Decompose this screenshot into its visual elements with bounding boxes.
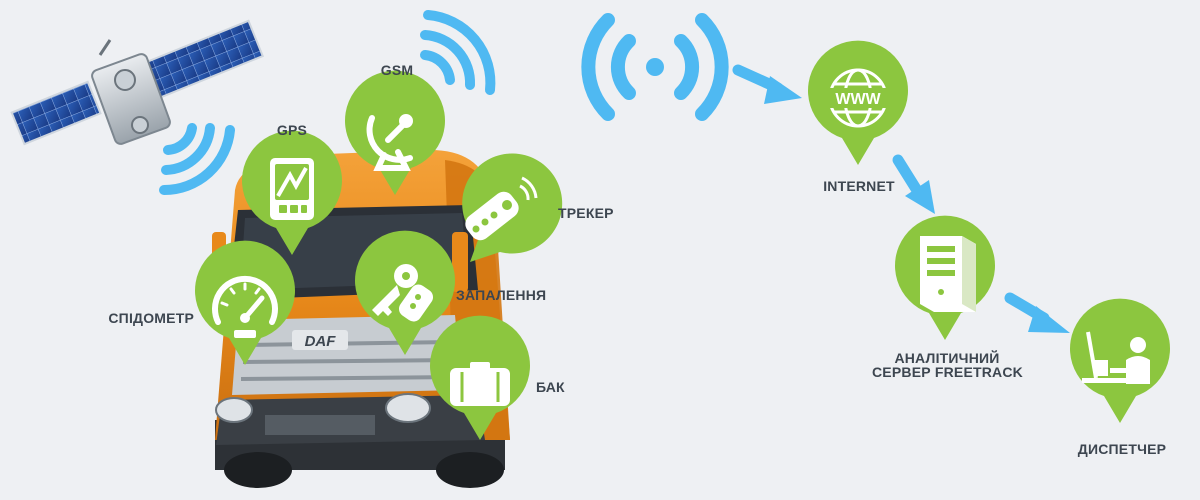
gps-label: GPS <box>276 122 308 138</box>
broadcast-signal-icon <box>581 13 729 121</box>
server-tower-icon <box>920 236 976 312</box>
ignition-pin <box>355 230 456 355</box>
gps-navigator-icon <box>270 158 314 220</box>
www-globe-icon: WWW <box>824 68 892 128</box>
speedometer-pin <box>195 240 295 365</box>
truck-brand-badge: DAF <box>305 333 337 350</box>
svg-text:WWW: WWW <box>835 91 881 108</box>
server-label-line-1: АНАЛІТИЧНИЙ <box>894 350 1000 366</box>
satellite-dish-icon <box>366 114 413 171</box>
tank-pin <box>430 315 530 440</box>
car-key-icon <box>372 264 434 322</box>
gps-pin <box>241 130 343 255</box>
speedometer-label: СПІДОМЕТР <box>108 310 194 326</box>
server-pin <box>895 215 995 340</box>
internet-label: INTERNET <box>823 178 895 194</box>
flow-arrow-1 <box>732 64 802 104</box>
speedometer-icon <box>212 276 278 338</box>
ignition-label: ЗАПАЛЕННЯ <box>456 287 547 303</box>
flow-arrow-2 <box>892 154 935 214</box>
tracker-pin <box>462 153 563 262</box>
gsm-label: GSM <box>380 62 414 78</box>
satellite-signal-icon <box>159 123 235 196</box>
tracker-label: ТРЕКЕР <box>558 205 614 221</box>
dispatcher-label: ДИСПЕТЧЕР <box>1077 441 1167 457</box>
tracker-remote-icon <box>465 176 538 241</box>
gsm-signal-icon <box>420 10 496 95</box>
operator-at-desk-icon <box>1082 331 1150 384</box>
fuel-tank-icon <box>450 362 510 406</box>
gsm-pin <box>345 70 446 195</box>
flow-arrow-3 <box>1004 292 1070 333</box>
internet-pin: WWW <box>807 40 908 166</box>
dispatcher-pin <box>1070 298 1170 423</box>
server-label-line-2: СЕРВЕР FREETRACK <box>872 364 1023 380</box>
tank-label: БАК <box>536 379 565 395</box>
satellite-icon <box>10 19 265 146</box>
